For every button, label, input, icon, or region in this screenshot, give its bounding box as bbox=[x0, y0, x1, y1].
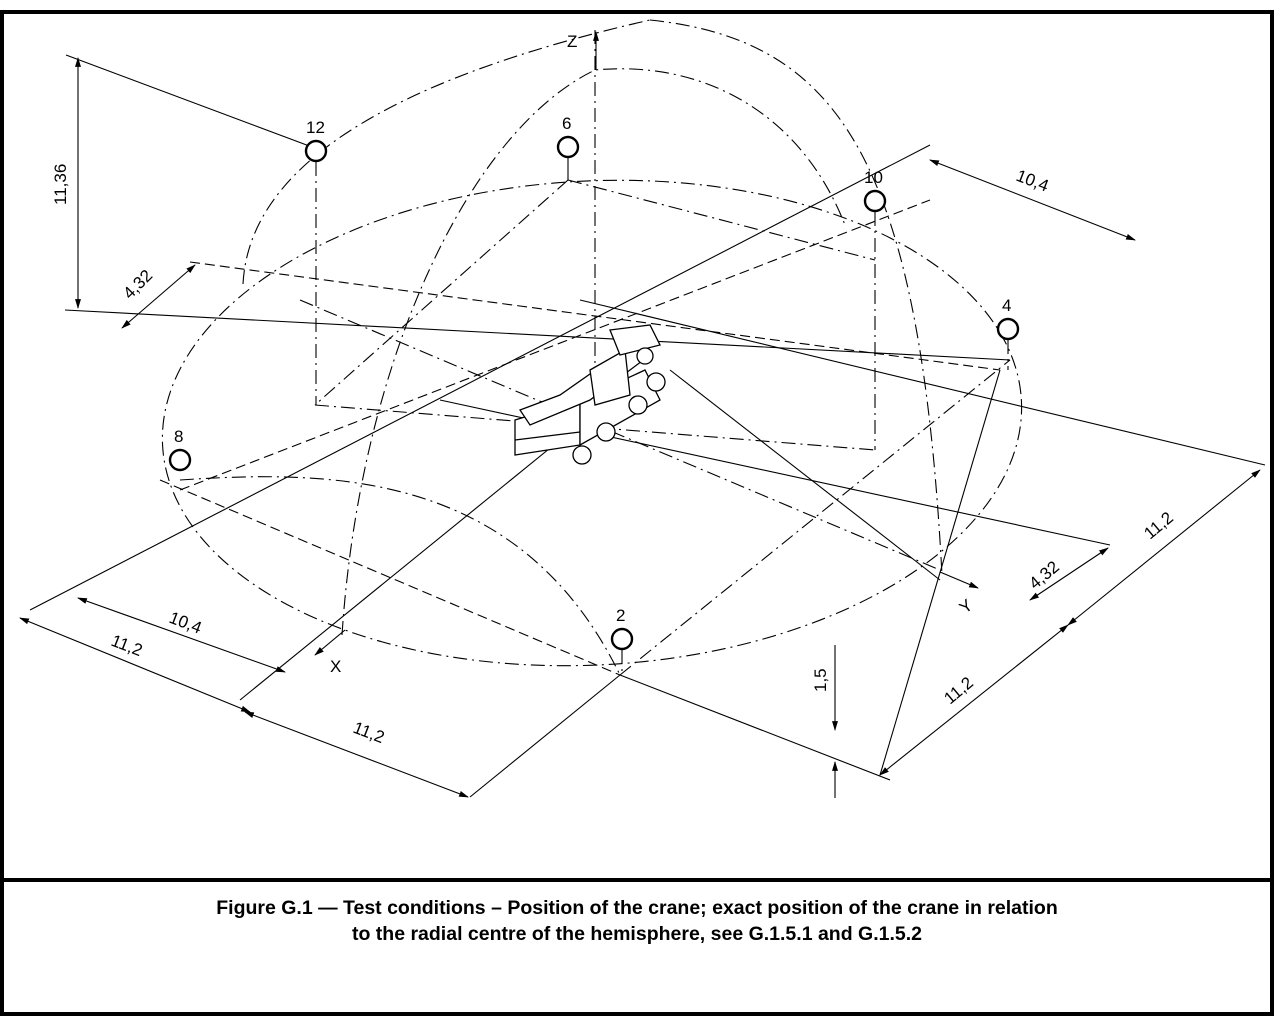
crane-wheel-2 bbox=[596, 422, 616, 442]
y-diag-right bbox=[619, 359, 1011, 676]
dim-right-offset bbox=[1029, 547, 1109, 601]
dim-label-right-upper: 11,2 bbox=[1140, 508, 1177, 543]
hemisphere-arc-mid bbox=[341, 68, 846, 636]
mic-8-icon bbox=[168, 448, 192, 472]
crane-wheel-5 bbox=[636, 347, 654, 365]
dimension-arrows bbox=[19, 31, 1261, 798]
mic-12-icon bbox=[304, 139, 328, 163]
x-line-long bbox=[299, 299, 941, 571]
mic-label-12: 12 bbox=[306, 118, 325, 137]
ref-line-top bbox=[64, 309, 1011, 361]
crane-illustration bbox=[514, 324, 666, 465]
dim-label-left-lower: 11,2 bbox=[351, 718, 388, 747]
axis-lines bbox=[29, 30, 1266, 798]
hemisphere-arc-right bbox=[649, 19, 943, 576]
dim-label-offset-left: 4,32 bbox=[119, 266, 156, 303]
mic-2-icon bbox=[610, 627, 634, 651]
y-arrow bbox=[939, 571, 979, 589]
dim-label-right-offset: 4,32 bbox=[1025, 557, 1063, 593]
crane-wheel-1 bbox=[572, 445, 592, 465]
mic-label-2: 2 bbox=[616, 606, 625, 625]
dim-label-left-inner: 10,4 bbox=[167, 608, 205, 638]
ref-line-bottom-left bbox=[469, 674, 621, 798]
dim-base-line-upper bbox=[29, 144, 931, 611]
hemisphere-equator bbox=[161, 179, 1023, 667]
crane-cab bbox=[589, 348, 631, 406]
axis-label-z: Z bbox=[567, 32, 577, 51]
dim-label-diag-top-right: 10,4 bbox=[1014, 166, 1052, 196]
hemisphere-arc-front bbox=[179, 476, 621, 676]
mic-label-6: 6 bbox=[562, 114, 571, 133]
dim-label-bottom-height: 1,5 bbox=[811, 668, 830, 692]
dim-label-left-outer: 11,2 bbox=[109, 631, 146, 660]
crane-wheel-3 bbox=[628, 395, 648, 415]
dim-left-lower bbox=[244, 711, 469, 798]
mic-6-icon bbox=[556, 135, 580, 159]
dim-label-height-top: 11,36 bbox=[51, 164, 70, 205]
ref-line-bottom bbox=[619, 674, 891, 781]
dim-height-top-ext bbox=[65, 54, 321, 151]
axis-label-x: X bbox=[330, 657, 341, 676]
crane-boom-tip bbox=[609, 324, 661, 356]
crane-bumper-line bbox=[514, 431, 581, 441]
dim-diag-top-right bbox=[929, 159, 1136, 241]
mic-10-icon bbox=[863, 189, 887, 213]
axis-label-y: Y bbox=[956, 596, 977, 618]
rear-diag-right bbox=[567, 179, 876, 261]
outer-border bbox=[0, 10, 1274, 1016]
crane-wheel-4 bbox=[646, 372, 666, 392]
hemisphere-arc-left bbox=[242, 19, 651, 285]
dim-right-upper bbox=[1067, 469, 1261, 626]
hemisphere bbox=[161, 19, 1023, 676]
dim-left-inner bbox=[77, 597, 286, 673]
microphones bbox=[168, 135, 1020, 651]
mic-label-10: 10 bbox=[864, 168, 883, 187]
dim-right-lower bbox=[879, 624, 1069, 776]
mic-label-8: 8 bbox=[174, 427, 183, 446]
mic-label-4: 4 bbox=[1002, 296, 1011, 315]
dim-left-outer bbox=[19, 617, 251, 713]
dim-offset-left bbox=[121, 264, 196, 329]
x-axis-line bbox=[239, 439, 561, 701]
x-arrow bbox=[314, 629, 346, 656]
ref-line-right bbox=[579, 299, 1266, 466]
mic-4-icon bbox=[996, 317, 1020, 341]
rear-diag-left bbox=[314, 179, 569, 406]
caption-line-1: Figure G.1 — Test conditions – Position … bbox=[216, 897, 1058, 919]
caption-line-2: to the radial centre of the hemisphere, … bbox=[351, 923, 923, 945]
dim-label-right-lower: 11,2 bbox=[940, 673, 977, 708]
y-axis-line bbox=[669, 369, 941, 581]
figure-caption: Figure G.1 — Test conditions – Position … bbox=[10, 895, 1264, 947]
